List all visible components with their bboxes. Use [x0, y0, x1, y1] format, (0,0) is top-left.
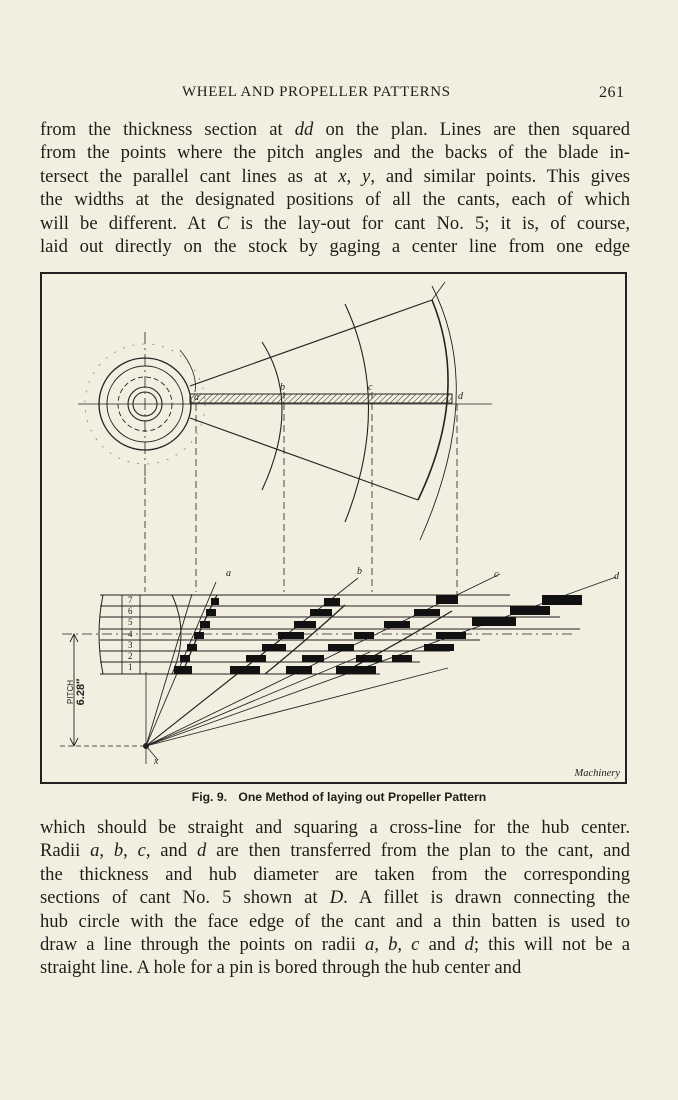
cant-number: 7: [128, 595, 133, 605]
paragraph-top: from the thickness section at dd on the …: [40, 118, 630, 258]
pitch-dimension-label: PITCH 6.28″: [66, 678, 87, 705]
plan-label-b: b: [280, 382, 285, 393]
cant-label-d: d: [614, 571, 620, 582]
text-line: tersect the parallel cant lines as at x,…: [40, 165, 630, 187]
text-line: draw a line through the points on radii …: [40, 933, 630, 955]
cant-point-labels: a b c d x: [153, 566, 620, 767]
figure-caption: Fig. 9. One Method of laying out Propell…: [0, 790, 678, 804]
text-line: straight line. A hole for a pin is bored…: [40, 957, 522, 979]
cant-numbers: 7 6 5 4 3 2 1: [128, 595, 133, 672]
text-line: Radii a, b, c, and d are then transferre…: [40, 840, 631, 862]
text-line: from the points where the pitch angles a…: [40, 142, 630, 164]
origin-label: x: [153, 756, 159, 767]
text-line: laid out directly on the stock by gaging…: [40, 235, 630, 257]
cant-number: 4: [128, 629, 133, 639]
text-line: sections of cant No. 5 shown at D. A fil…: [40, 887, 630, 909]
cant-label-a: a: [226, 568, 231, 579]
plan-view: [78, 281, 492, 597]
text-line: the widths at the designated positions o…: [40, 189, 630, 211]
figure-frame: [40, 272, 627, 784]
plan-label-a: a: [194, 392, 199, 403]
caption-text: One Method of laying out Propeller Patte…: [238, 790, 487, 804]
plan-label-d: d: [458, 391, 464, 402]
page-number: 261: [599, 84, 625, 101]
figure-drawing: a b c d: [40, 272, 627, 784]
cant-number: 5: [128, 617, 133, 627]
cant-number: 6: [128, 606, 133, 616]
cant-number: 2: [128, 651, 133, 661]
cant-number: 1: [128, 662, 133, 672]
cant-step-blocks: [174, 595, 582, 674]
text-line: from the thickness section at dd on the …: [40, 119, 630, 140]
text-line: which should be straight and squaring a …: [40, 817, 630, 838]
caption-number: Fig. 9.: [191, 790, 227, 804]
paragraph-bottom: which should be straight and squaring a …: [40, 816, 630, 980]
running-title: WHEEL AND PROPELLER PATTERNS: [182, 84, 451, 100]
plan-label-c: c: [368, 382, 373, 393]
pitch-value: 6.28″: [75, 678, 87, 705]
figure-credit: Machinery: [574, 768, 621, 779]
text-line: hub circle with the face edge of the can…: [40, 910, 630, 932]
plan-point-labels: a b c d: [194, 382, 464, 403]
text-line: will be different. At C is the lay-out f…: [40, 212, 630, 234]
propeller-layout-figure: a b c d: [40, 272, 628, 785]
text-line: the thickness and hub diameter are taken…: [40, 863, 630, 885]
cant-label-c: c: [494, 569, 499, 580]
cant-label-b: b: [357, 566, 362, 577]
running-head: WHEEL AND PROPELLER PATTERNS 261: [0, 84, 678, 106]
cant-number: 3: [128, 640, 133, 650]
pitch-label: PITCH: [66, 680, 75, 704]
